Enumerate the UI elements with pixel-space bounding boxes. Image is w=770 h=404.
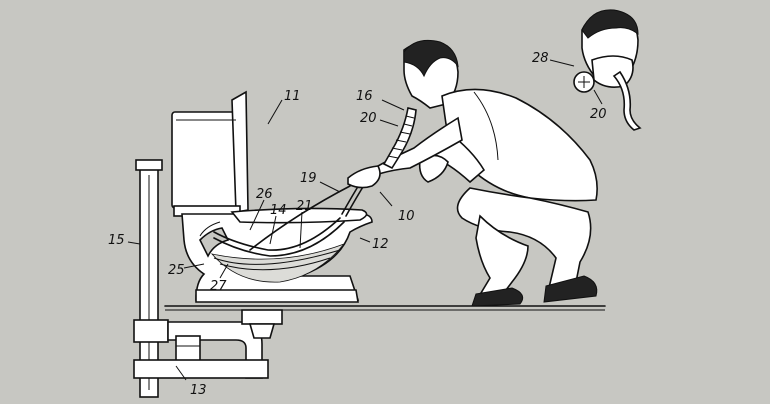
label-20-inset: 20 [590, 107, 607, 122]
label-15: 15 [108, 233, 125, 248]
label-21: 21 [296, 199, 313, 214]
label-20-man: 20 [360, 111, 377, 126]
label-26: 26 [256, 187, 273, 202]
label-16: 16 [356, 89, 373, 104]
label-11: 11 [284, 89, 301, 104]
label-10: 10 [398, 209, 415, 224]
label-25: 25 [168, 263, 185, 278]
label-13: 13 [190, 383, 207, 398]
label-12: 12 [372, 237, 389, 252]
hose-in-bowl [213, 185, 351, 257]
toilet-tank [171, 90, 249, 217]
floor [164, 305, 606, 311]
toilet-bowl [181, 207, 373, 303]
crouching-man [347, 39, 598, 307]
leader-lines [127, 59, 603, 381]
reference-labels: 11 15 16 20 19 26 14 21 10 12 25 27 13 2… [108, 51, 607, 398]
drain-pipe [133, 309, 283, 379]
label-14: 14 [270, 203, 287, 218]
label-27: 27 [210, 279, 227, 294]
label-19: 19 [300, 171, 317, 186]
label-28: 28 [532, 51, 549, 66]
mask-inset [573, 9, 642, 131]
